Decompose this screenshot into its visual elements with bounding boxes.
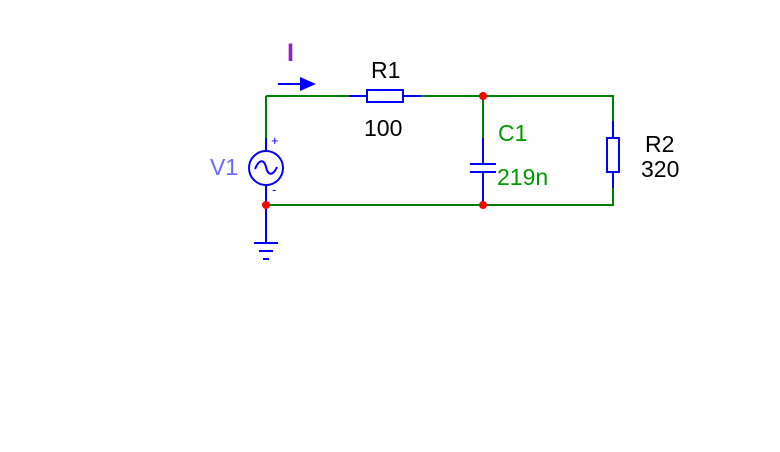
node-bottom-junction: [479, 201, 487, 209]
node-bottom-left: [262, 201, 270, 209]
r2-resistor-icon[interactable]: [606, 137, 620, 173]
c1-value-label: 219n: [497, 164, 549, 190]
source-plus-sign: +: [271, 133, 279, 148]
nodes: [262, 92, 487, 209]
c1-name-label: C1: [498, 120, 528, 146]
r2-name-label: R2: [645, 131, 675, 157]
v1-name-label: V1: [210, 154, 239, 180]
ground-icon: [254, 242, 278, 260]
arrow-right-icon: [278, 77, 316, 91]
r1-resistor-icon[interactable]: [366, 89, 404, 103]
node-top-junction: [479, 92, 487, 100]
ac-source-icon[interactable]: [248, 150, 284, 186]
wires: [265, 95, 614, 206]
r2-value-label: 320: [641, 156, 680, 182]
current-label: I: [287, 39, 294, 67]
component-leads: [265, 95, 614, 243]
wire-bottom: [266, 188, 614, 206]
r1-value-label: 100: [364, 115, 403, 141]
source-minus-sign: -: [272, 182, 277, 197]
wire-top-right: [483, 95, 614, 121]
r1-name-label: R1: [371, 57, 401, 83]
c1-capacitor-icon[interactable]: [470, 163, 496, 173]
